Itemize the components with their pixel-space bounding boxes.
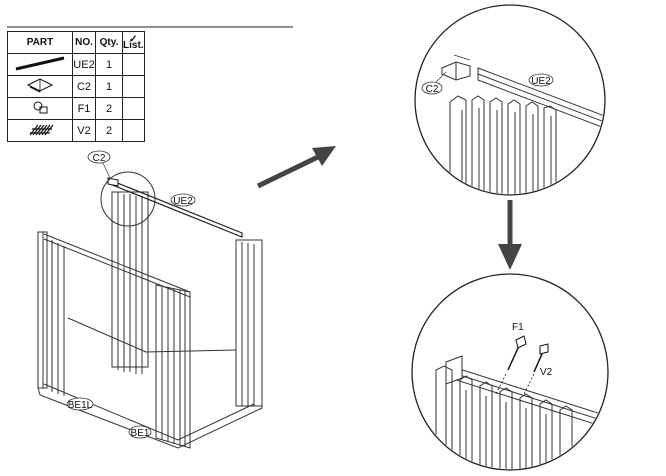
- callout-ue2-main: UE2: [170, 193, 196, 207]
- c2-bracket: [107, 177, 119, 187]
- callout-c2-detail: C2: [421, 71, 447, 95]
- callout-c2-main: C2: [87, 150, 111, 179]
- table-row: UE2 1: [7, 53, 145, 76]
- parts-table: PART NO. Qty. ✓List. UE2 1 C2 1: [7, 31, 145, 142]
- label-c2-main: C2: [93, 153, 106, 164]
- label-c2-detail: C2: [426, 84, 439, 95]
- part-no: V2: [72, 119, 96, 142]
- label-be1: BE1: [131, 428, 150, 439]
- header-list: ✓List.: [122, 31, 145, 54]
- table-row: C2 1: [7, 75, 145, 98]
- arrow-down-icon: [498, 200, 522, 270]
- label-be1l: BE1L: [68, 400, 93, 411]
- label-f1: F1: [512, 322, 524, 333]
- detail-view-top: C2 UE2: [414, 4, 606, 196]
- parts-table-header: PART NO. Qty. ✓List.: [7, 31, 145, 54]
- bolt-f1-icon: [495, 335, 527, 395]
- list-checkbox[interactable]: [122, 119, 145, 142]
- callout-be1: BE1: [128, 425, 152, 439]
- panel-corrugation: [449, 95, 557, 194]
- label-ue2-detail: UE2: [531, 76, 551, 87]
- nut-pack-icon: [7, 119, 73, 142]
- table-row: V2 2: [7, 119, 145, 142]
- label-v2: V2: [540, 367, 553, 378]
- callout-be1l: BE1L: [66, 397, 94, 411]
- shed-frame: [37, 191, 263, 449]
- label-ue2-main: UE2: [173, 196, 193, 207]
- detail-view-bottom: F1 V2: [411, 273, 609, 471]
- arrow-to-detail-icon: [256, 146, 336, 189]
- detail-circle-marker: [100, 171, 156, 227]
- part-no: C2: [72, 75, 96, 98]
- nut-v2-icon: [523, 343, 549, 395]
- part-qty: 2: [95, 119, 123, 142]
- callout-ue2-detail: UE2: [528, 73, 554, 87]
